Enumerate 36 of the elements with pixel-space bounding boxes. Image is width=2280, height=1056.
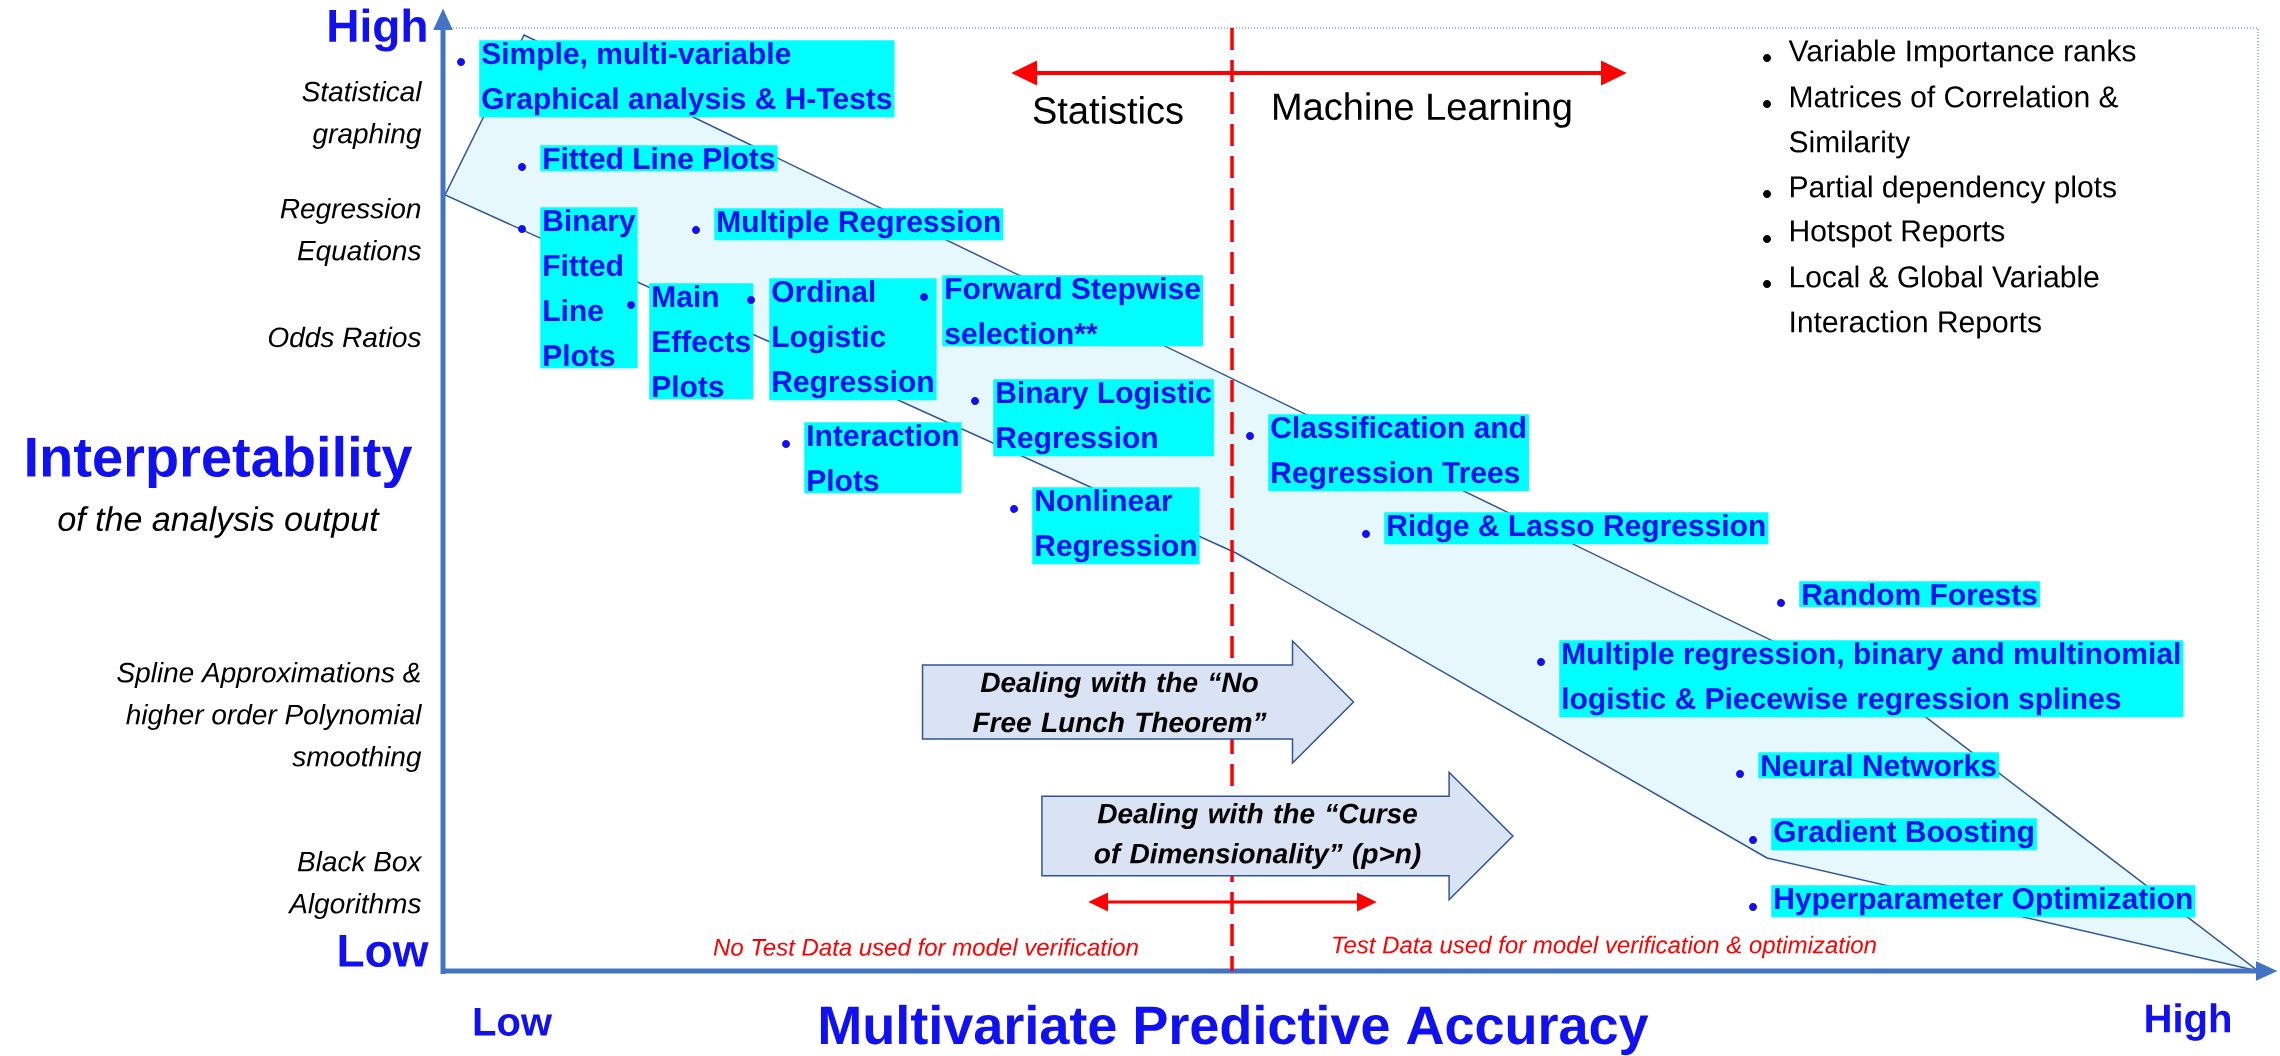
list-item: Local & Global Variable Interaction Reports bbox=[1763, 265, 2099, 339]
region-label: Statistics bbox=[1033, 96, 1183, 124]
list-item: Partial dependency plots bbox=[1763, 175, 2116, 204]
method-item: Forward Stepwise selection** bbox=[920, 275, 1203, 347]
method-item: Multiple regression, binary and multinomial logistic & Piecewise regression splines bbox=[1537, 640, 2184, 718]
method-item: Simple, multi-variable Graphical analysis & H-Tests bbox=[457, 40, 895, 118]
method-item: Multiple Regression bbox=[692, 208, 1004, 241]
method-item: Binary Fitted Line Plots bbox=[518, 207, 638, 369]
axis-end-label: Low bbox=[474, 1008, 553, 1036]
axis-level-label: Spline Approximations & higher order Polynomial smoothing bbox=[117, 661, 423, 772]
method-item: Ridge & Lasso Regression bbox=[1362, 512, 1769, 545]
method-item: Nonlinear Regression bbox=[1010, 487, 1200, 565]
region-label: Machine Learning bbox=[1274, 92, 1571, 128]
region-note: No Test Data used for model verification bbox=[713, 938, 1138, 956]
axis-end-label: High bbox=[329, 8, 426, 52]
method-item: Hyperparameter Optimization bbox=[1749, 885, 2196, 918]
axis-title: Multivariate Predictive Accuracy bbox=[820, 1004, 1649, 1056]
axis-level-label: Odds Ratios bbox=[268, 326, 421, 348]
list-item: Hotspot Reports bbox=[1763, 220, 2005, 248]
method-item: Fitted Line Plots bbox=[518, 145, 778, 172]
axis-title: Interpretability bbox=[27, 435, 413, 489]
method-item: Classification and Regression Trees bbox=[1246, 414, 1529, 492]
axis-level-label: Regression Equations bbox=[280, 197, 421, 266]
axis-level-label: Statistical graphing bbox=[302, 80, 423, 149]
axis-end-label: High bbox=[2146, 1003, 2230, 1041]
method-item: Neural Networks bbox=[1736, 752, 1999, 779]
axis-subtitle: of the analysis output bbox=[58, 506, 380, 538]
method-item: Interaction Plots bbox=[782, 422, 962, 494]
axis-end-label: Low bbox=[339, 934, 429, 968]
region-note: Test Data used for model verification & optimization bbox=[1333, 935, 1876, 959]
axis-level-label: Black Box Algorithms bbox=[287, 850, 423, 920]
method-item: Random Forests bbox=[1777, 581, 2040, 608]
method-item: Binary Logistic Regression bbox=[971, 379, 1214, 457]
method-item: Gradient Boosting bbox=[1749, 818, 2037, 851]
list-item: Matrices of Correlation & Similarity bbox=[1763, 85, 2119, 159]
list-item: Variable Importance ranks bbox=[1763, 39, 2136, 68]
